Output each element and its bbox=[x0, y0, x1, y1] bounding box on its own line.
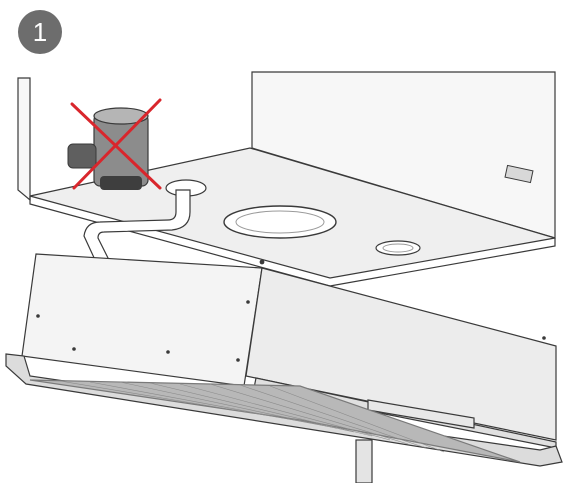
support-leg bbox=[355, 439, 373, 484]
crossed-out-component bbox=[67, 107, 149, 190]
small-connection bbox=[375, 240, 421, 256]
screw bbox=[246, 300, 250, 304]
casing-screws bbox=[36, 259, 546, 362]
screw bbox=[36, 314, 40, 318]
casing-left-panel bbox=[21, 253, 263, 387]
step-number-badge: 1 bbox=[18, 10, 62, 54]
screw bbox=[236, 358, 240, 362]
screw bbox=[72, 347, 76, 351]
casing-label-strip bbox=[367, 399, 475, 429]
grille-slats bbox=[59, 380, 445, 453]
small-connection-ring bbox=[382, 243, 414, 253]
component-motor bbox=[67, 143, 97, 169]
component-top bbox=[93, 107, 149, 125]
front-casing bbox=[21, 253, 557, 449]
screw bbox=[259, 259, 265, 265]
rating-plate bbox=[504, 164, 534, 184]
casing-right-panel bbox=[245, 267, 557, 441]
cabinet-left-wall bbox=[17, 77, 31, 202]
screw bbox=[542, 336, 546, 340]
flue-opening-ring bbox=[235, 210, 325, 234]
screw bbox=[166, 350, 170, 354]
component-base bbox=[100, 176, 142, 190]
red-cross-icon bbox=[70, 98, 162, 190]
